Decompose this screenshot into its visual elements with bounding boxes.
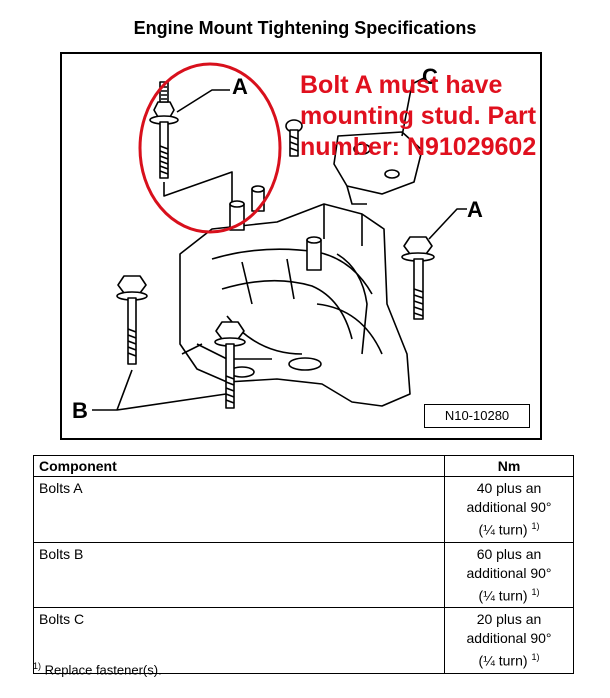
callout-a-top: A <box>232 74 248 99</box>
row-component: Bolts A <box>33 476 445 543</box>
torque-line-3: (¼ turn) 1) <box>450 648 568 671</box>
row-torque: 40 plus an additional 90° (¼ turn) 1) <box>444 476 574 543</box>
mount-body <box>179 203 411 407</box>
table-header-row: Component Nm <box>33 455 574 477</box>
row-component: Bolts B <box>33 541 445 609</box>
footnote-marker: 1) <box>33 661 42 671</box>
bolt-a-top <box>149 81 179 179</box>
torque-line-1: 40 plus an <box>476 480 542 496</box>
engine-mount-figure: A C A B <box>60 52 542 440</box>
page-title: Engine Mount Tightening Specifications <box>133 18 477 38</box>
row-torque: 20 plus an additional 90° (¼ turn) 1) <box>444 607 574 674</box>
header-component: Component <box>33 455 445 477</box>
annotation-line-2: mounting stud. Part <box>300 102 537 130</box>
highlight-circle <box>138 62 282 234</box>
footnote: 1) Replace fastener(s). <box>33 661 162 677</box>
figure-reference: N10-10280 <box>424 404 530 428</box>
torque-line-3: (¼ turn) 1) <box>450 517 568 540</box>
table-row: Bolts B 60 plus an additional 90° (¼ tur… <box>33 541 574 609</box>
turn-text: (¼ turn) <box>478 521 528 538</box>
row-torque: 60 plus an additional 90° (¼ turn) 1) <box>444 541 574 609</box>
footnote-marker: 1) <box>531 586 540 597</box>
annotation-line-1: Bolt A must have <box>300 71 503 99</box>
spec-table: Component Nm Bolts A 40 plus an addition… <box>33 455 574 674</box>
row-component: Bolts C <box>33 607 445 674</box>
bolt-b-left <box>116 275 148 365</box>
annotation-line-3: number: N91029602 <box>300 133 537 161</box>
torque-line-3: (¼ turn) 1) <box>450 583 568 606</box>
turn-text: (¼ turn) <box>478 587 528 604</box>
bracket-c <box>333 131 423 205</box>
engine-mount-drawing <box>92 62 467 411</box>
footnote-text: Replace fastener(s). <box>44 662 162 678</box>
torque-line-1: 20 plus an <box>476 611 542 628</box>
bolt-b-center <box>214 321 246 409</box>
turn-text: (¼ turn) <box>478 652 528 669</box>
bolt-a-right <box>401 236 435 320</box>
footnote-marker: 1) <box>531 521 540 531</box>
table-row: Bolts A 40 plus an additional 90° (¼ tur… <box>33 476 574 543</box>
callout-a-right: A <box>467 197 483 222</box>
torque-line-2: additional 90° <box>466 564 552 581</box>
torque-line-2: additional 90° <box>466 499 552 515</box>
torque-line-2: additional 90° <box>466 630 552 647</box>
callout-c: C <box>422 64 438 89</box>
table-row: Bolts C 20 plus an additional 90° (¼ tur… <box>33 607 574 674</box>
header-nm: Nm <box>444 455 574 477</box>
footnote-marker: 1) <box>531 652 540 663</box>
torque-line-1: 60 plus an <box>476 545 542 562</box>
red-annotation: Bolt A must have mounting stud. Part num… <box>300 70 600 163</box>
callout-b: B <box>72 398 88 423</box>
bolt-c <box>285 119 303 157</box>
